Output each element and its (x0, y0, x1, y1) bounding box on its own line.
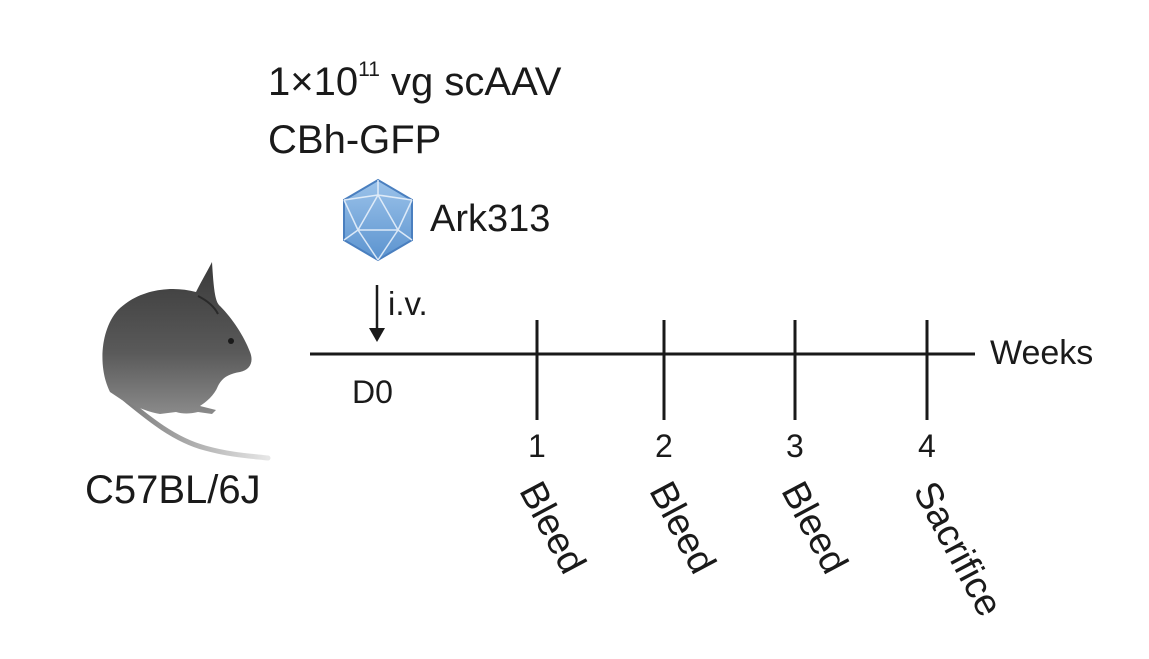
icosahedron-virus-icon (343, 178, 413, 262)
week-number-4: 4 (918, 428, 936, 464)
construct-label: CBh-GFP (268, 118, 442, 162)
dose-exponent: 11 (358, 58, 380, 81)
week-number-3: 3 (786, 428, 804, 464)
route-label: i.v. (388, 285, 428, 322)
week-number-1: 1 (528, 428, 546, 464)
week-number-2: 2 (655, 428, 673, 464)
axis-label: Weeks (990, 334, 1094, 372)
mouse-silhouette-icon (102, 262, 271, 461)
week-ticks (535, 320, 929, 420)
mouse-strain-label: C57BL/6J (85, 468, 261, 512)
start-day-label: D0 (352, 374, 393, 410)
injection-arrow (369, 285, 385, 342)
dose-label: 1×1011 vg scAAV (268, 59, 562, 104)
dose-vector: vg scAAV (379, 60, 562, 104)
dose-mantissa: 1×10 (268, 60, 359, 104)
capsid-label: Ark313 (430, 198, 551, 240)
